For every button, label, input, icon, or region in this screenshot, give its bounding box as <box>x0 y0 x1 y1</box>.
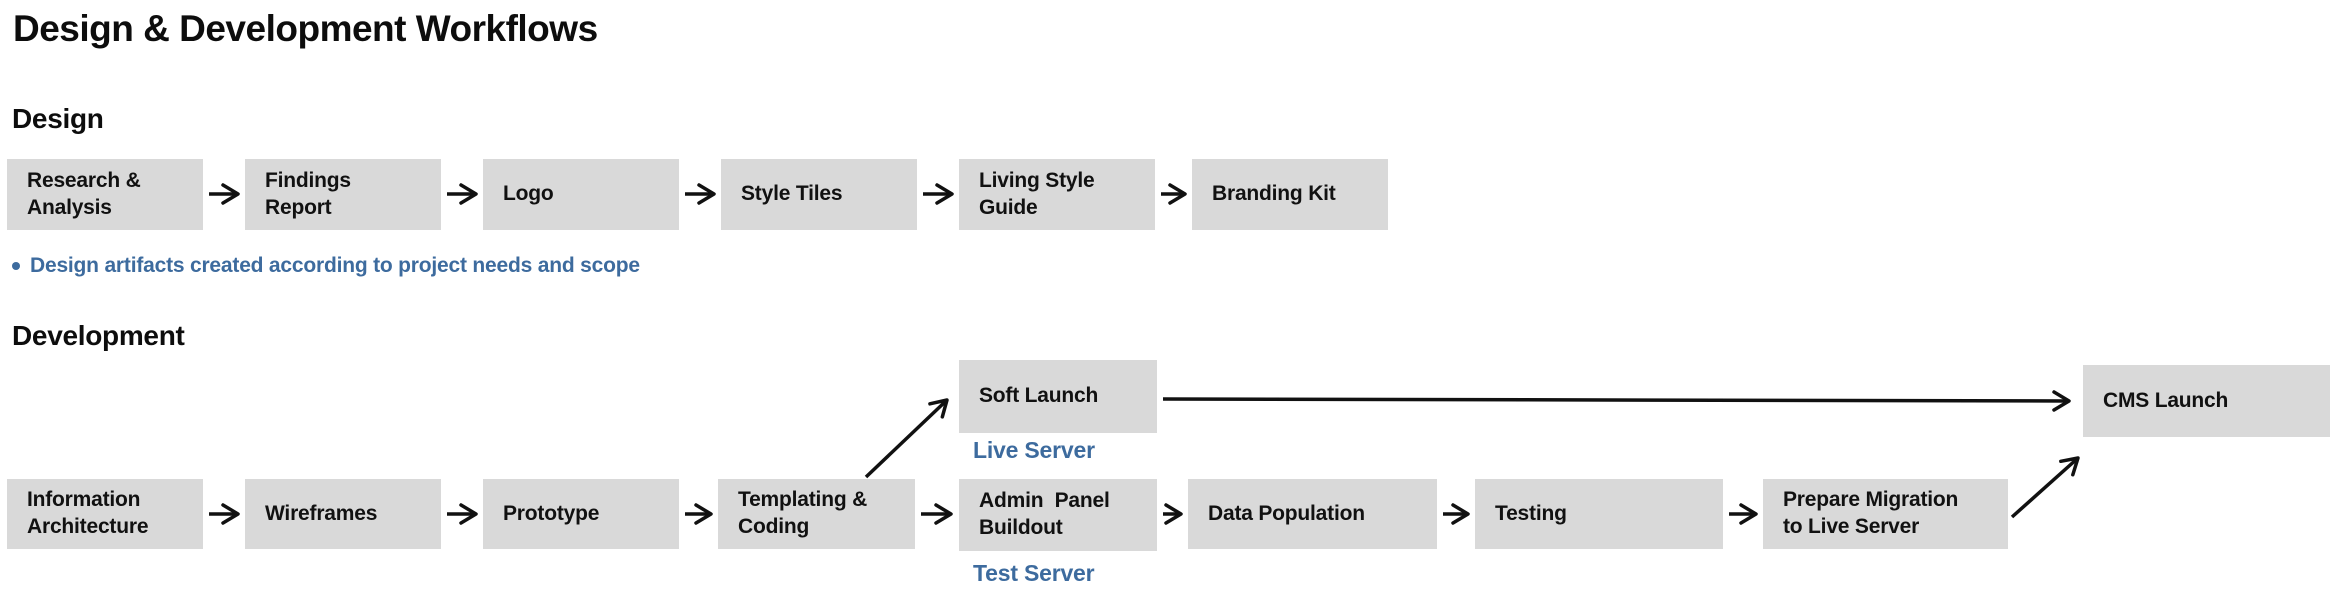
bullet-icon <box>12 262 20 270</box>
arrow-templating-to-soft-launch <box>864 398 949 479</box>
arrow-prepare-migration-to-cms-launch <box>2010 456 2080 519</box>
node-branding-kit: Branding Kit <box>1192 159 1388 230</box>
node-label: Prepare Migration to Live Server <box>1783 488 1959 538</box>
node-logo: Logo <box>483 159 679 230</box>
node-soft-launch: Soft Launch <box>959 360 1157 433</box>
node-living-style-guide: Living Style Guide <box>959 159 1155 230</box>
node-prototype: Prototype <box>483 479 679 549</box>
node-information-architecture: Information Architecture <box>7 479 203 549</box>
node-label: CMS Launch <box>2103 388 2229 412</box>
node-testing: Testing <box>1475 479 1723 549</box>
node-prepare-migration: Prepare Migration to Live Server <box>1763 479 2008 549</box>
node-admin-panel-buildout: Admin Panel Buildout <box>959 479 1157 551</box>
node-label: Logo <box>503 182 554 206</box>
node-label: Style Tiles <box>741 182 843 206</box>
node-cms-launch: CMS Launch <box>2083 365 2330 437</box>
development-section-title: Development <box>12 320 185 351</box>
node-templating-coding: Templating & Coding <box>718 479 915 549</box>
node-label: Data Population <box>1208 501 1365 525</box>
node-wireframes: Wireframes <box>245 479 441 549</box>
node-label: Information Architecture <box>27 488 149 538</box>
design-note-text: Design artifacts created according to pr… <box>30 254 640 277</box>
node-data-population: Data Population <box>1188 479 1437 549</box>
node-label: Testing <box>1495 501 1567 525</box>
node-label: Wireframes <box>265 501 378 525</box>
page-title: Design & Development Workflows <box>13 8 598 49</box>
label-test-server: Test Server <box>973 560 1095 586</box>
label-live-server: Live Server <box>973 437 1095 463</box>
node-findings-report: Findings Report <box>245 159 441 230</box>
node-research-analysis: Research & Analysis <box>7 159 203 230</box>
node-label: Findings Report <box>265 168 351 219</box>
arrow-soft-launch-to-cms-launch <box>1162 390 2071 412</box>
node-label: Prototype <box>503 501 600 525</box>
node-label: Soft Launch <box>979 384 1099 408</box>
design-note: Design artifacts created according to pr… <box>12 254 640 278</box>
node-label: Research & Analysis <box>27 168 141 219</box>
node-style-tiles: Style Tiles <box>721 159 917 230</box>
node-label: Admin Panel Buildout <box>979 489 1110 539</box>
design-section-title: Design <box>12 103 104 134</box>
node-label: Branding Kit <box>1212 182 1336 206</box>
node-label: Living Style Guide <box>979 168 1095 219</box>
node-label: Templating & Coding <box>738 488 868 538</box>
